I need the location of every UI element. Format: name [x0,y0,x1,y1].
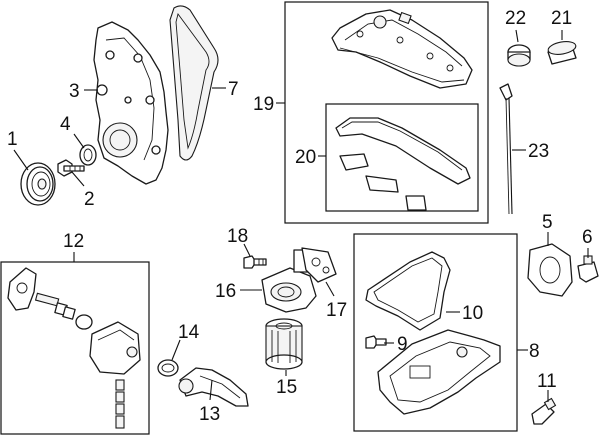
oil-filler-cap [547,41,577,65]
drain-plug [365,335,387,349]
oil-filter-housing [261,249,317,313]
callout-21: 21 [551,8,572,29]
callout-7: 7 [228,79,239,100]
callout-19: 19 [253,94,274,115]
crank-pulley [20,162,56,206]
callout-14: 14 [178,322,200,343]
callout-6: 6 [582,227,593,248]
dipstick [499,83,513,215]
oil-pan-gasket [365,251,451,331]
callout-12: 12 [63,231,84,252]
callout-16: 16 [215,281,236,302]
oil-pump-assembly [7,267,141,429]
callout-20: 20 [295,147,316,168]
valve-cover-group-box [284,1,489,224]
callout-22: 22 [505,8,526,29]
timing-cover [93,21,169,185]
callout-9: 9 [397,334,408,355]
oil-sensor [577,255,599,283]
callout-13: 13 [199,404,220,425]
callout-18: 18 [227,226,248,247]
callout-5: 5 [542,212,553,233]
timing-chain [169,5,219,161]
valve-cover-gasket [335,117,471,211]
oil-pickup-tube [178,367,249,407]
pickup-o-ring [157,359,179,377]
callout-2: 2 [84,189,95,210]
callout-23: 23 [528,141,549,162]
pulley-bolt [57,159,85,177]
oil-pump-group-box [0,261,150,435]
housing-gasket [301,247,337,283]
callout-17: 17 [326,300,347,321]
pan-plug [531,397,557,425]
callout-4: 4 [60,114,71,135]
filter-housing-bolt [243,255,267,269]
oil-filter [265,318,303,370]
valve-cover [331,9,473,89]
callout-1: 1 [7,129,18,150]
oil-pan-group-box [353,233,518,432]
breather-cap [507,44,531,67]
gasket-group-box [325,103,479,212]
callout-11: 11 [537,371,557,392]
front-seal [79,144,97,166]
callout-3: 3 [69,81,80,102]
rear-seal-housing [527,243,573,297]
callout-8: 8 [529,341,540,362]
callout-15: 15 [276,377,297,398]
callout-10: 10 [462,303,483,324]
oil-pan [377,329,501,415]
leader-lines [13,29,589,402]
